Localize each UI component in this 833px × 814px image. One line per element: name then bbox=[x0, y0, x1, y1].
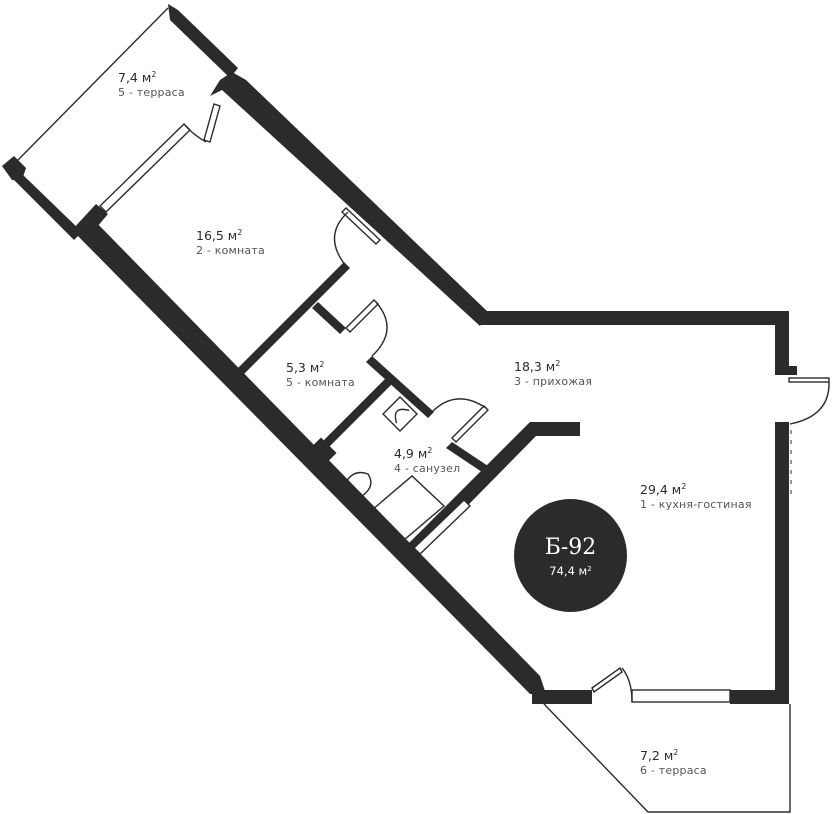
room-label-hallway-3: 18,3 м2 3 - прихожая bbox=[514, 359, 592, 388]
door-swing-terrace-5 bbox=[183, 123, 207, 143]
room-name: 4 - санузел bbox=[394, 461, 461, 475]
outer-wall-right-upper bbox=[775, 311, 789, 371]
room-label-kitchen-living-1: 29,4 м2 1 - кухня-гостиная bbox=[640, 482, 752, 511]
door-swing-bathroom bbox=[431, 398, 487, 413]
partition-room5-top bbox=[312, 302, 346, 334]
room-area: 29,4 м2 bbox=[640, 482, 687, 497]
outer-wall-right-notch bbox=[775, 366, 797, 375]
room-label-terrace-6: 7,2 м2 6 - терраса bbox=[640, 748, 707, 777]
unit-badge: Б-92 74,4 м2 bbox=[514, 499, 627, 612]
room-name: 2 - комната bbox=[196, 243, 265, 257]
outer-wall-right-lower bbox=[775, 422, 789, 704]
door-swing-room5 bbox=[371, 301, 388, 357]
room-label-room-5: 5,3 м2 5 - комната bbox=[286, 360, 355, 389]
shaft bbox=[305, 437, 337, 469]
window-kitchen-south bbox=[631, 689, 731, 703]
room-name: 3 - прихожая bbox=[514, 374, 593, 388]
room-area: 16,5 м2 bbox=[196, 228, 243, 243]
room-label-bathroom-4: 4,9 м2 4 - санузел bbox=[394, 446, 460, 475]
partition-room5-bath bbox=[312, 376, 394, 458]
room-name: 5 - терраса bbox=[118, 85, 185, 99]
door-leaf-bedroom[interactable] bbox=[340, 207, 382, 245]
terrace-6-outline bbox=[543, 703, 791, 813]
terrace-5-wall-top bbox=[168, 4, 238, 78]
door-leaf-right[interactable] bbox=[788, 377, 830, 383]
window-bedroom bbox=[99, 123, 191, 213]
room-name: 6 - терраса bbox=[640, 763, 707, 777]
room-area: 5,3 м2 bbox=[286, 360, 325, 375]
bathtub-icon bbox=[382, 396, 418, 432]
unit-code: Б-92 bbox=[544, 535, 597, 560]
toilet-icon bbox=[343, 471, 372, 497]
outer-wall-bottom-left bbox=[532, 690, 592, 704]
shower-tray bbox=[370, 475, 446, 541]
terrace-5-wall-left bbox=[12, 174, 82, 240]
door-leaf-terrace-5[interactable] bbox=[203, 103, 221, 143]
outer-wall-northeast bbox=[210, 72, 488, 326]
outer-wall-top bbox=[480, 311, 780, 325]
outer-wall-bottom-right bbox=[730, 690, 788, 704]
partition-bath-right bbox=[446, 442, 488, 472]
room-area: 7,4 м2 bbox=[118, 70, 157, 85]
terrace-5-wall-left-corner bbox=[2, 156, 26, 180]
door-leaf-bathroom[interactable] bbox=[451, 405, 489, 443]
window-bath-strip bbox=[412, 499, 472, 555]
room-name: 5 - комната bbox=[286, 375, 355, 389]
room-area: 18,3 м2 bbox=[514, 359, 561, 374]
room-area: 7,2 м2 bbox=[640, 748, 679, 763]
partition-bedroom-room5 bbox=[232, 262, 350, 380]
room-label-terrace-5: 7,4 м2 5 - терраса bbox=[118, 70, 185, 99]
room-name: 1 - кухня-гостиная bbox=[640, 497, 752, 511]
room-label-room-2: 16,5 м2 2 - комната bbox=[196, 228, 265, 257]
door-leaf-terrace-6[interactable] bbox=[591, 666, 623, 694]
door-swing-bedroom bbox=[333, 211, 349, 267]
door-leaf-room5[interactable] bbox=[345, 299, 379, 333]
door-swing-terrace-6 bbox=[621, 667, 633, 703]
room-area: 4,9 м2 bbox=[394, 446, 433, 461]
partition-room5-right bbox=[366, 356, 434, 418]
unit-total-area: 74,4 м2 bbox=[549, 564, 592, 578]
door-swing-right bbox=[789, 381, 830, 425]
bedroom-wall-lower-left bbox=[72, 204, 108, 240]
